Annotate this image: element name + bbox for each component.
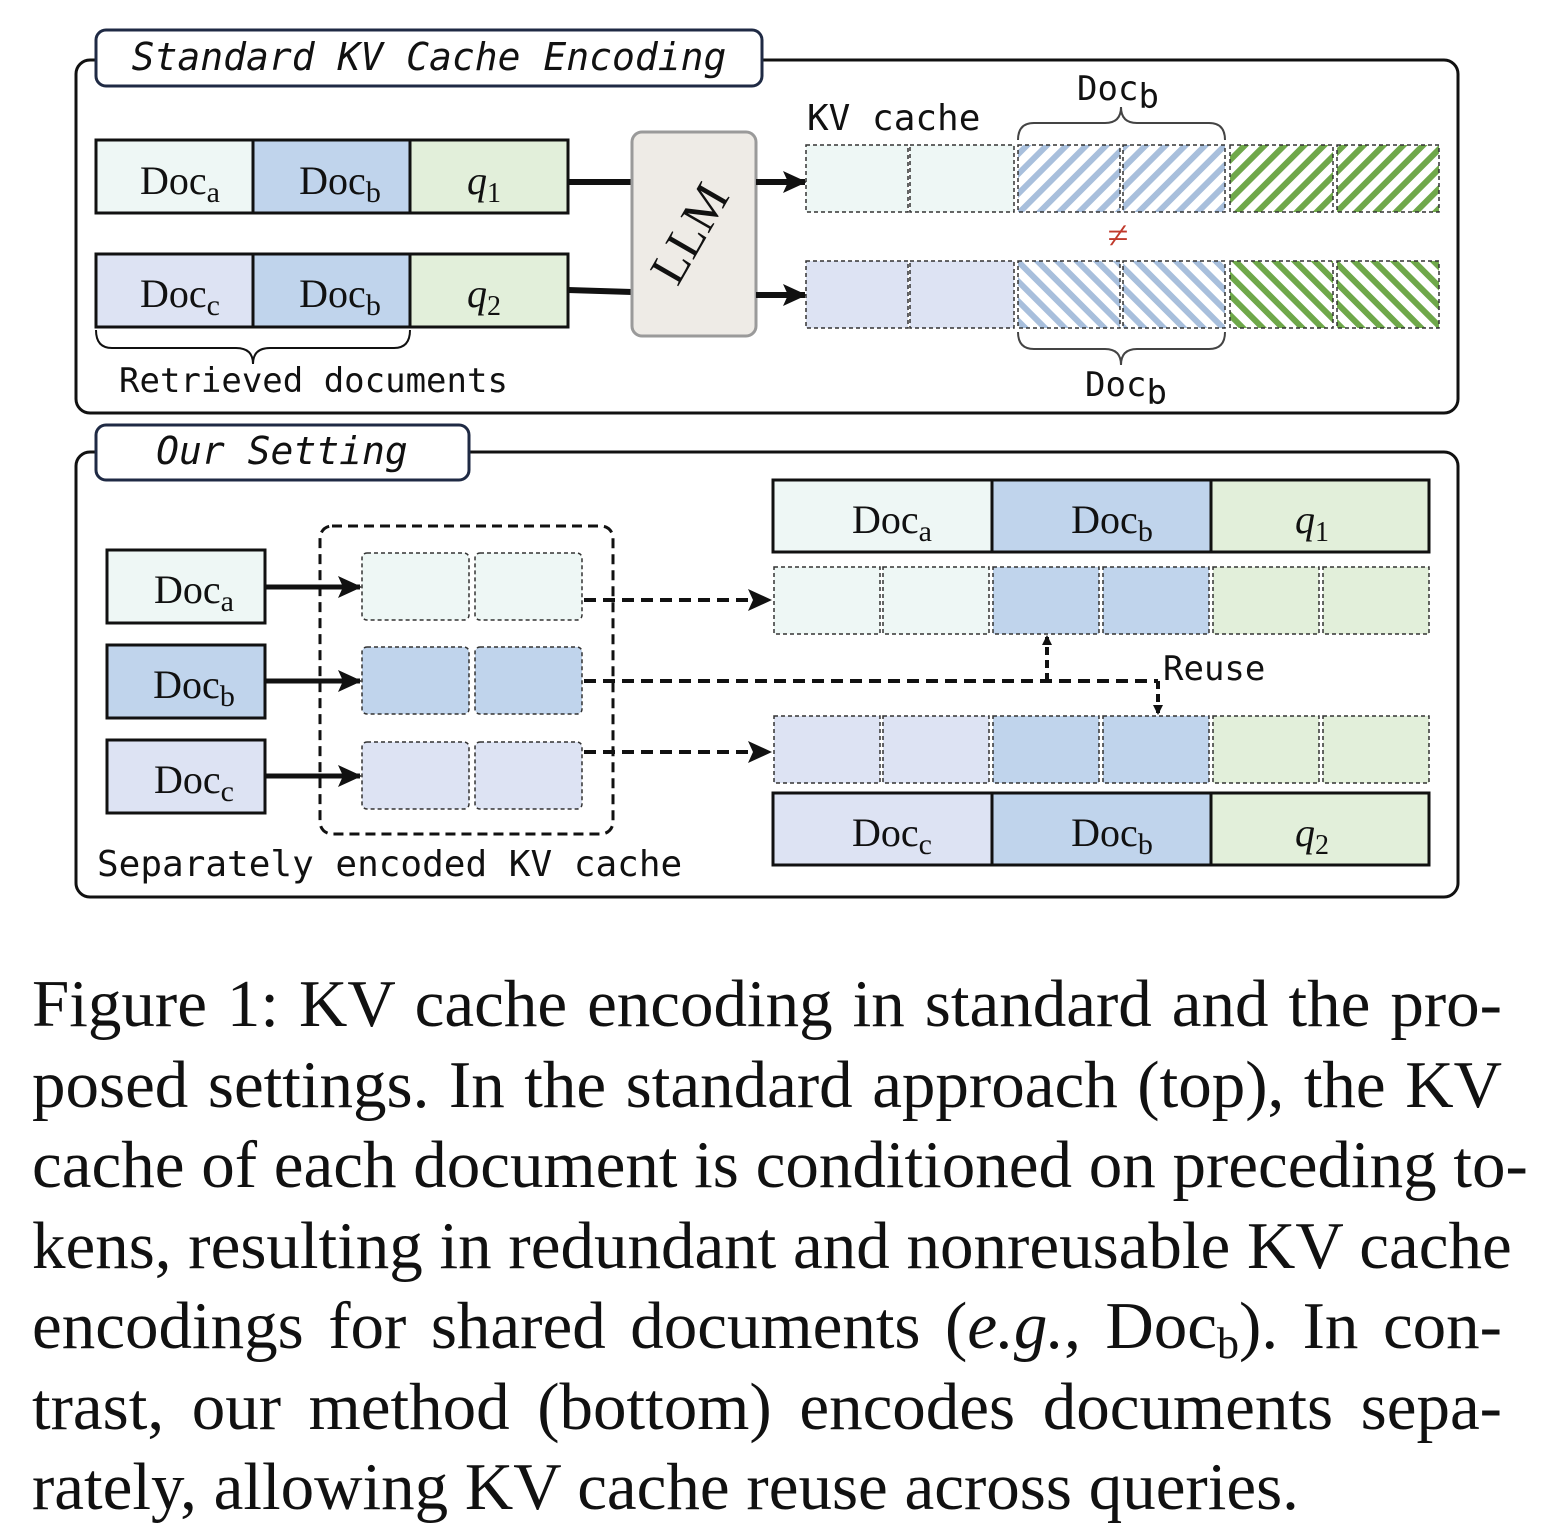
seq1-kv-a2 (882, 566, 990, 635)
seq2-doc-c-label: Docc (852, 810, 932, 861)
row2-doc-c-label: Docc (140, 271, 220, 322)
kv2-cell-c1 (805, 260, 909, 329)
seq1-doc-a-box (771, 478, 994, 554)
top-panel-title-box (94, 28, 764, 88)
kv2-cell-b2 (1122, 260, 1226, 329)
row1-doc-a-box (94, 138, 255, 215)
seq1-kv-b1 (992, 566, 1100, 635)
kv-cache-diagram: Standard KV Cache Encoding Doca Docb q1 … (74, 28, 1460, 899)
seq2-kv-c2 (882, 715, 990, 784)
doc-b-brace-top-label: Docb (1077, 69, 1159, 117)
seq1-doc-b-label: Docb (1071, 497, 1153, 548)
caption-line-6: trast, our method (bottom) encodes docum… (32, 1369, 1502, 1444)
seq1-kv-cells (773, 566, 1430, 635)
doc-b-brace-bottom-label: Docb (1085, 365, 1167, 413)
kv1-cell-b2 (1122, 144, 1226, 213)
caption-line-5: encodings for shared documents (e.g., Do… (32, 1286, 1502, 1368)
seq2-kv-c1 (773, 715, 881, 784)
row2-doc-b-label: Docb (299, 271, 381, 322)
kv-cache-row1 (805, 144, 1440, 213)
seq2-kv-q1 (1212, 715, 1320, 784)
separately-encoded-label: Separately encoded KV cache (97, 844, 682, 885)
kv1-cell-a1 (805, 144, 909, 213)
kv1-cell-q2 (1336, 144, 1440, 213)
caption-line-1: Figure 1: KV cache encoding in standard … (32, 967, 1502, 1041)
seq2-query-box (1209, 791, 1431, 867)
seq2-doc-b-label: Docb (1071, 810, 1153, 861)
bottom-panel-title: Our Setting (156, 429, 408, 473)
caption-line-3: cache of each document is conditioned on… (32, 1128, 1528, 1202)
kv2-cell-c2 (909, 260, 1015, 329)
seq2-query-label: q2 (1295, 810, 1329, 861)
retrieved-brace (95, 329, 411, 365)
kv-cache-row2 (805, 260, 1440, 329)
kv1-cell-a2 (909, 144, 1015, 213)
sep-cell-b1 (361, 646, 470, 715)
seq1-kv-q1 (1212, 566, 1320, 635)
caption-line-7: rately, allowing KV cache reuse across q… (32, 1450, 1299, 1524)
llm-box (630, 130, 758, 338)
doc-b-brace-bottom (1017, 331, 1226, 366)
row1-doc-a-label: Doca (140, 158, 220, 209)
row1-query-box (408, 138, 570, 215)
seq1-kv-a1 (773, 566, 881, 635)
caption-line-4: kens, resulting in redundant and nonreus… (32, 1208, 1512, 1283)
seq1-kv-b2 (1102, 566, 1210, 635)
caption-line-5-mid: , Doc (1064, 1289, 1218, 1363)
kv-cache-label: KV cache (807, 98, 980, 139)
bottom-panel-title-box (94, 423, 471, 482)
figure-caption: Figure 1: KV cache encoding in standard … (32, 964, 1528, 1528)
kv2-cell-b1 (1017, 260, 1121, 329)
input-doc-c-label: Docc (154, 757, 234, 808)
bottom-panel: Our Setting Doca Docb Docc Separately en… (74, 423, 1460, 899)
kv1-cell-q1 (1229, 144, 1334, 213)
kv2-cell-q1 (1229, 260, 1334, 329)
separate-cache-container (318, 524, 615, 836)
not-equal-sign: ≠ (1108, 215, 1129, 257)
seq2-kv-cells (773, 715, 1430, 784)
kv2-cell-q2 (1336, 260, 1440, 329)
caption-line-5-pre: encodings for shared documents ( (32, 1289, 968, 1363)
sep-cell-c2 (474, 741, 583, 810)
caption-line-2: posed settings. In the standard approach… (32, 1047, 1502, 1122)
seq1-doc-b-box (990, 478, 1213, 554)
separate-cache-cells (361, 552, 583, 810)
retrieved-documents-label: Retrieved documents (119, 361, 508, 401)
sep-cell-b2 (474, 646, 583, 715)
sep-cell-a2 (474, 552, 583, 621)
seq1-doc-a-label: Doca (852, 497, 932, 548)
row2-query-label: q2 (467, 271, 501, 322)
seq1-kv-q2 (1322, 566, 1430, 635)
input-doc-b-box (105, 643, 267, 720)
row1-doc-b-label: Docb (299, 158, 381, 209)
seq2-kv-b1 (992, 715, 1100, 784)
seq1-query-box (1209, 478, 1431, 554)
caption-line-5-sub: b (1217, 1319, 1240, 1368)
reuse-label: Reuse (1163, 649, 1265, 689)
sep-cell-a1 (361, 552, 470, 621)
seq1-query-label: q1 (1295, 497, 1329, 548)
input-doc-a-label: Doca (154, 567, 234, 618)
kv1-cell-b1 (1017, 144, 1121, 213)
seq2-doc-b-box (990, 791, 1213, 867)
seq2-kv-q2 (1322, 715, 1430, 784)
sep-cell-c1 (361, 741, 470, 810)
row1-doc-b-box (251, 138, 412, 215)
seq2-kv-b2 (1102, 715, 1210, 784)
row1-query-label: q1 (467, 158, 501, 209)
top-panel-title: Standard KV Cache Encoding (132, 35, 727, 79)
doc-b-brace-top (1017, 106, 1226, 141)
input-doc-b-label: Docb (153, 662, 235, 713)
bottom-panel-frame (74, 450, 1460, 899)
row2-to-llm-line (567, 287, 633, 295)
top-panel: Standard KV Cache Encoding Doca Docb q1 … (74, 28, 1460, 415)
caption-line-5-post: ). In con- (1239, 1289, 1502, 1363)
caption-eg: e.g. (967, 1289, 1065, 1363)
top-panel-frame (74, 58, 1460, 415)
